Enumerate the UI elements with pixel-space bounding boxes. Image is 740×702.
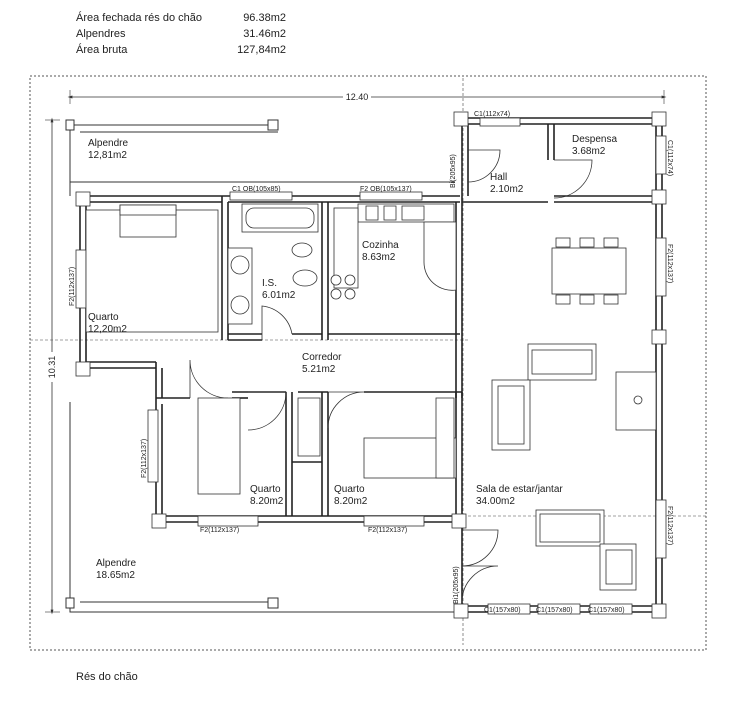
room-area: 8.63m2: [362, 252, 396, 263]
room-area: 3.68m2: [572, 146, 606, 157]
opening-tag: F2(112x137): [141, 439, 148, 478]
opening-tag: F2(112x137): [666, 506, 673, 545]
area-row: Alpendres 31.46m2: [76, 26, 316, 42]
opening-tag: F2(112x137): [368, 527, 407, 534]
dining-table: [551, 247, 627, 295]
room-area: 34.00m2: [476, 496, 515, 507]
room-name: I.S.: [262, 278, 277, 289]
toilet: [291, 242, 313, 258]
area-value: 127,84m2: [237, 44, 286, 56]
room-area: 8.20m2: [334, 496, 368, 507]
opening-tags: C1(112x74) C1 OB(105x85) F2 OB(105x137) …: [69, 111, 673, 614]
depth-dimension: 10.31: [44, 117, 60, 615]
width-label: 12.40: [346, 92, 369, 102]
width-dimension: 12.40: [67, 90, 667, 104]
room-area: 2.10m2: [490, 184, 524, 195]
opening-tag: F2(112x137): [69, 267, 76, 306]
porch-outlines: [65, 119, 455, 613]
room-name: Cozinha: [362, 240, 399, 251]
bed: [197, 397, 241, 495]
opening-tag: Bi(205x95): [450, 154, 457, 188]
area-row: Área bruta 127,84m2: [76, 42, 316, 58]
opening-tag: C1(157x80): [588, 607, 625, 614]
plan-caption: Rés do chão: [76, 671, 138, 683]
room-name: Alpendre: [88, 138, 128, 149]
room-area: 8.20m2: [250, 496, 284, 507]
area-summary: Área fechada rés do chão 96.38m2 Alpendr…: [76, 10, 316, 60]
room-area: 5.21m2: [302, 364, 336, 375]
area-label: Área bruta: [76, 44, 128, 56]
stove-burner: [344, 274, 356, 286]
room-area: 18.65m2: [96, 570, 135, 581]
room-area: 12,81m2: [88, 150, 127, 161]
sheet-border: [29, 75, 707, 651]
sink: [230, 295, 250, 315]
sink: [230, 255, 250, 275]
room-name: Quarto: [250, 484, 281, 495]
opening-tag: C1(112x74): [666, 140, 673, 176]
stove-burner: [330, 274, 342, 286]
area-value: 96.38m2: [243, 12, 286, 24]
room-labels: Alpendre 12,81m2 Quarto 12,20m2 I.S. 6.0…: [88, 134, 617, 581]
doors: [189, 149, 593, 603]
log-corners: [75, 111, 667, 619]
kitchen-island: [423, 221, 457, 291]
opening-tag: C1 OB(105x85): [232, 186, 281, 193]
area-label: Área fechada rés do chão: [76, 12, 202, 24]
room-name: Alpendre: [96, 558, 136, 569]
opening-tag: F2 OB(105x137): [360, 186, 412, 193]
room-name: Despensa: [572, 134, 617, 145]
furniture: [85, 203, 657, 591]
room-area: 12,20m2: [88, 324, 127, 335]
room-name: Quarto: [88, 312, 119, 323]
area-row: Área fechada rés do chão 96.38m2: [76, 10, 316, 26]
stove-burner: [330, 288, 342, 300]
opening-tag: F2(112x137): [200, 527, 239, 534]
opening-tag: Bi1(205x95): [453, 566, 460, 604]
opening-tag: C1(112x74): [474, 111, 510, 118]
area-label: Alpendres: [76, 28, 126, 40]
wardrobe: [297, 397, 321, 457]
area-value: 31.46m2: [243, 28, 286, 40]
stove-burner: [344, 288, 356, 300]
room-name: Quarto: [334, 484, 365, 495]
room-name: Corredor: [302, 352, 342, 363]
opening-tag: C1(157x80): [536, 607, 573, 614]
room-name: Hall: [490, 172, 507, 183]
windows: [75, 117, 667, 615]
opening-tag: C1(157x80): [484, 607, 521, 614]
bidet: [292, 269, 318, 287]
room-name: Sala de estar/jantar: [476, 484, 563, 495]
depth-label: 10.31: [47, 356, 57, 379]
opening-tag: F2(112x137): [666, 244, 673, 283]
room-area: 6.01m2: [262, 290, 296, 301]
